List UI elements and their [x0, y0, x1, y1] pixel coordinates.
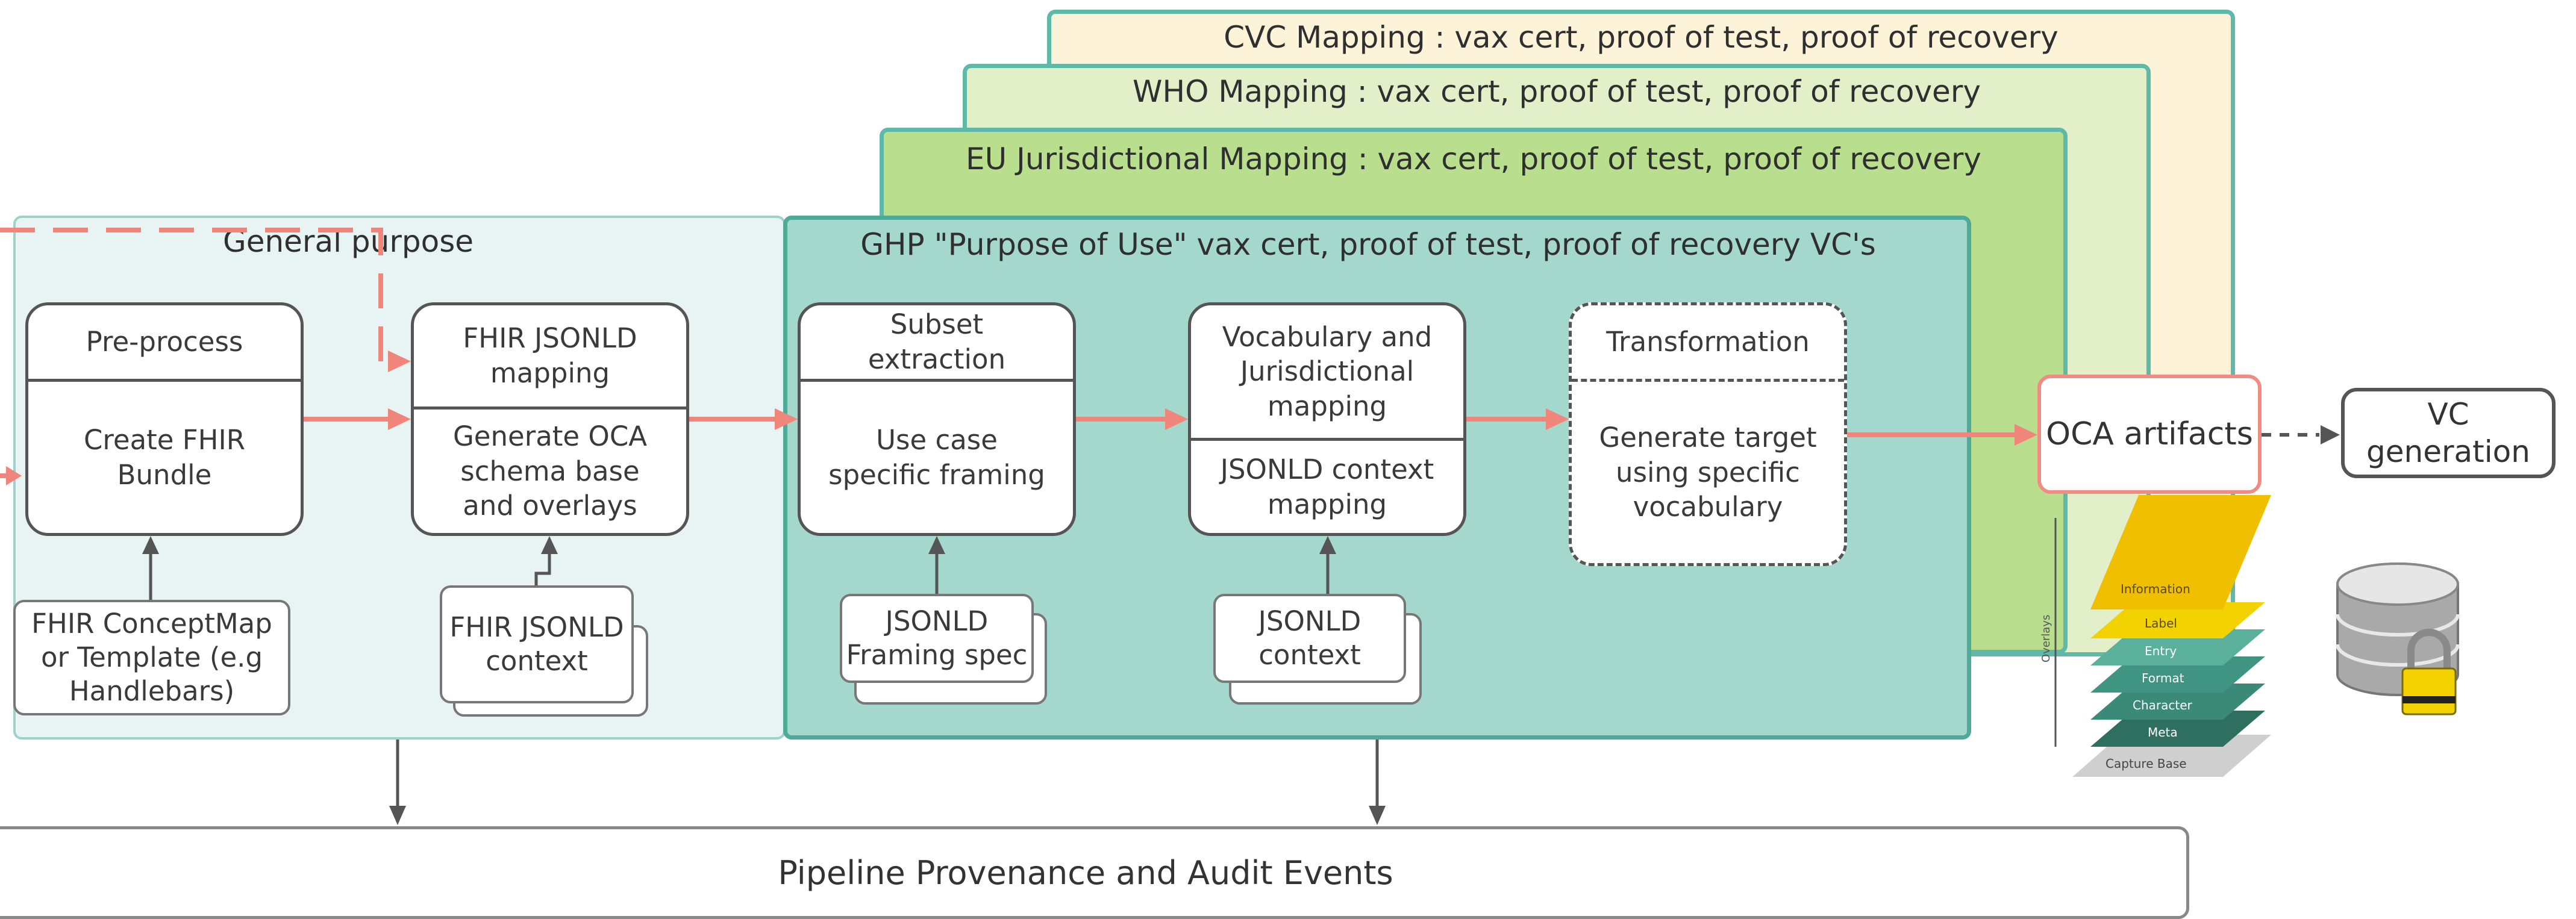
provenance-arrowhead-left: [389, 806, 406, 825]
oca-layer-label: Meta: [2148, 725, 2178, 740]
jsonld-framing-spec-box: JSONLD Framing spec: [840, 594, 1034, 683]
transformation-divider: [1572, 379, 1844, 382]
framing-arrowhead: [928, 536, 945, 554]
incoming-arrowhead: [6, 466, 22, 485]
transformation-title: Transformation: [1606, 326, 1810, 358]
oca-layer-label: Information: [2121, 582, 2190, 596]
flow-arrowhead-2: [775, 408, 798, 430]
vc-generation-box: VC generation: [2341, 388, 2556, 478]
flow-arrowhead-4: [1546, 408, 1569, 430]
transformation-box: Transformation Generate target using spe…: [1569, 302, 1847, 566]
fhir-jsonld-mapping-title: FHIR JSONLD mapping: [463, 322, 637, 389]
jsonld-context-arrowhead: [1319, 536, 1336, 554]
oca-layer-label: Entry: [2145, 644, 2177, 658]
information-layer: [2090, 495, 2271, 609]
overlays-side-label: Overlays: [2040, 615, 2052, 662]
jsonld-context-box: JSONLD context: [1213, 594, 1406, 683]
oca-artifacts-box: OCA artifacts: [2037, 375, 2262, 494]
fhir-context-arrowhead: [541, 536, 558, 554]
flow-arrowhead-3: [1165, 408, 1188, 430]
preprocess-divider: [28, 379, 301, 382]
who-mapping-title: WHO Mapping : vax cert, proof of test, p…: [1133, 74, 1981, 109]
flow-arrowhead-5: [2015, 424, 2037, 446]
vocabulary-mapping-box: Vocabulary and Jurisdictional mapping JS…: [1188, 302, 1466, 536]
oca-layer-label: Format: [2142, 671, 2184, 685]
cvc-mapping-title: CVC Mapping : vax cert, proof of test, p…: [1224, 20, 2059, 55]
oca-layer-label: Character: [2133, 698, 2193, 712]
subset-extraction-divider: [801, 379, 1073, 382]
database-lock-icon: [2336, 562, 2460, 715]
fhir-jsonld-mapping-box: FHIR JSONLD mapping Generate OCA schema …: [411, 302, 689, 536]
subset-extraction-title: Subset extraction: [868, 308, 1006, 375]
ghp-title: GHP "Purpose of Use" vax cert, proof of …: [860, 227, 1876, 262]
oca-layer-label: Capture Base: [2106, 756, 2187, 771]
label-layer: [2090, 602, 2265, 638]
preprocess-title: Pre-process: [86, 326, 243, 358]
conceptmap-arrowhead: [142, 536, 159, 554]
oca-stack-icon: Overlays Information Label Entry Format …: [2040, 495, 2271, 777]
provenance-arrowhead-right: [1369, 806, 1386, 825]
subset-extraction-body: Use case specific framing: [828, 423, 1045, 491]
oca-layer-label: Label: [2145, 616, 2177, 631]
vocabulary-mapping-divider: [1191, 438, 1463, 441]
vocabulary-mapping-title: Vocabulary and Jurisdictional mapping: [1222, 320, 1433, 422]
oca-to-vc-arrowhead: [2321, 425, 2340, 444]
fhir-jsonld-context-box: FHIR JSONLD context: [440, 585, 634, 703]
subset-extraction-box: Subset extraction Use case specific fram…: [798, 302, 1076, 536]
fhir-context-arrow: [534, 552, 551, 585]
flow-arrowhead-1: [388, 408, 411, 430]
fhir-jsonld-mapping-divider: [414, 407, 686, 410]
fhir-jsonld-mapping-body: Generate OCA schema base and overlays: [452, 420, 648, 522]
vocabulary-mapping-body: JSONLD context mapping: [1220, 453, 1434, 520]
preprocess-box: Pre-process Create FHIR Bundle: [25, 302, 304, 536]
preprocess-body: Create FHIR Bundle: [83, 423, 246, 491]
transformation-body: Generate target using specific vocabular…: [1599, 422, 1817, 523]
dashed-feedback-arrowhead: [388, 350, 411, 372]
eu-mapping-title: EU Jurisdictional Mapping : vax cert, pr…: [966, 142, 1981, 176]
dashed-feedback-arrow: [0, 228, 404, 364]
conceptmap-box: FHIR ConceptMap or Template (e.g Handleb…: [13, 600, 290, 715]
